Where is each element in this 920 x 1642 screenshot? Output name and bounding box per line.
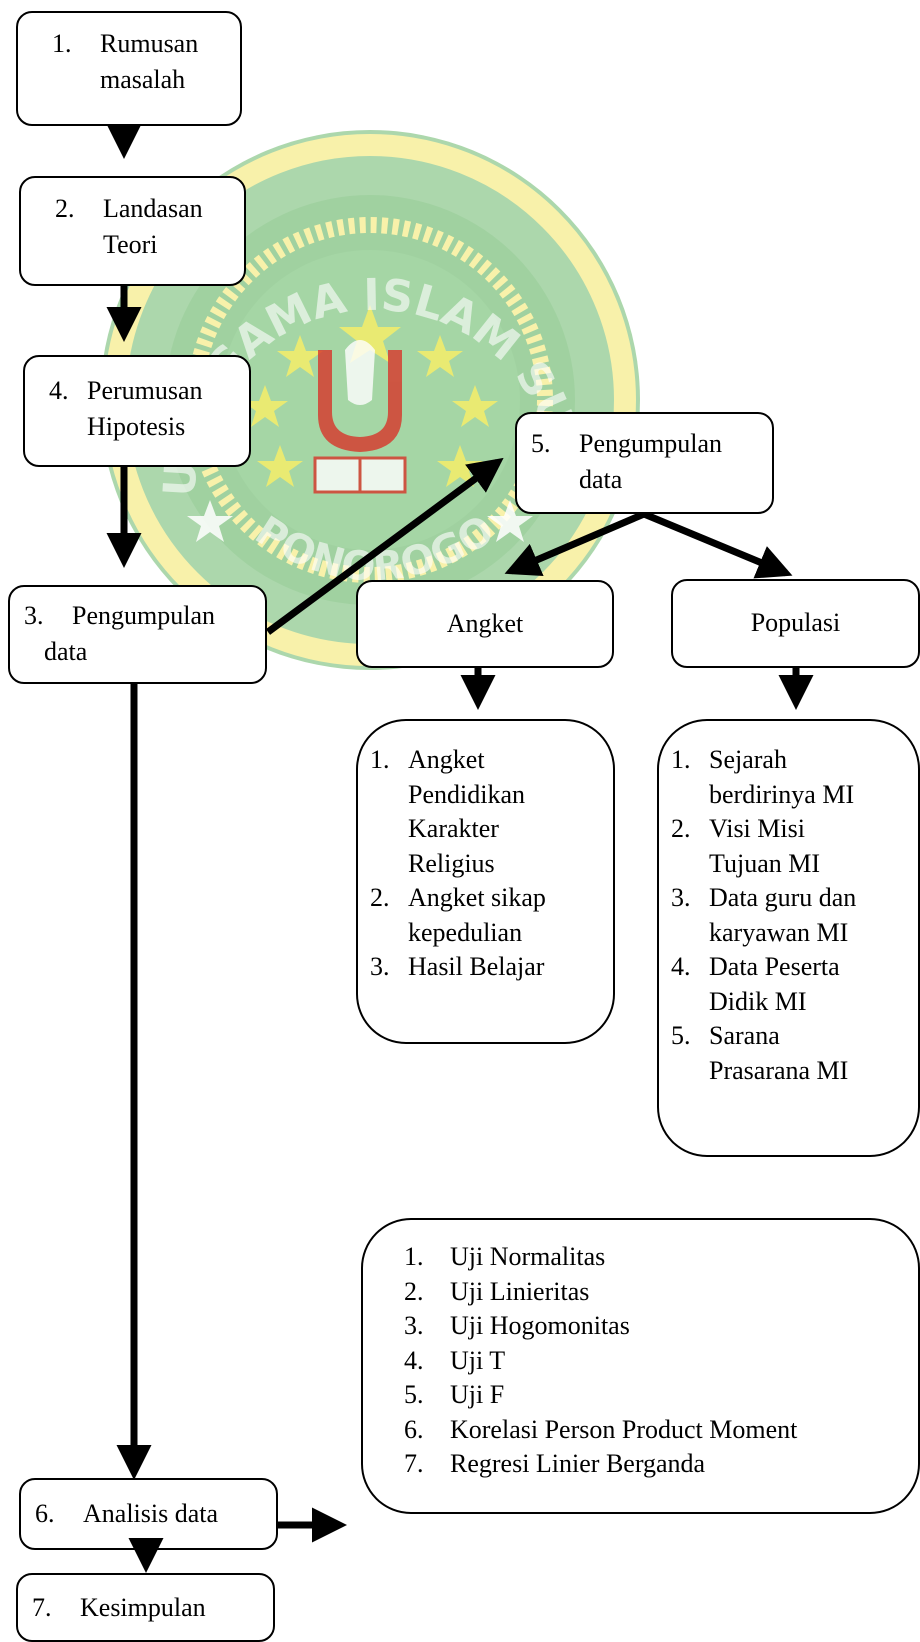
list-item-number: 1. (671, 745, 691, 774)
step-label: Analisis data (83, 1499, 219, 1528)
arrow-s5-to-populasi (642, 510, 793, 579)
step-number: 3. (24, 601, 44, 630)
populasi-box: Populasi (671, 579, 920, 668)
list-item: 4. Data Peserta Didik MI (671, 950, 856, 1019)
list-item: 5. Sarana Prasarana MI (671, 1019, 856, 1088)
list-item-line: Karakter (408, 814, 499, 843)
list-item-label: Uji Linieritas (450, 1276, 590, 1306)
list-item-line: Prasarana MI (709, 1055, 849, 1085)
list-item: 1. Angket Pendidikan Karakter Religius (370, 743, 546, 881)
step-box-pengumpulan-data: 3. Pengumpulan data (8, 585, 267, 684)
list-item-number: 2. (404, 1276, 424, 1306)
list-item-number: 1. (404, 1242, 424, 1271)
list-item: 2. Uji Linieritas (404, 1275, 797, 1310)
list-item-line: Angket (408, 745, 485, 774)
list-item-number: 5. (404, 1380, 424, 1409)
list-item-number: 3. (404, 1311, 424, 1340)
step-box-landasan-teori: 2. Landasan Teori (19, 176, 246, 286)
step-number: 5. (531, 429, 551, 458)
step-box-pengumpulan-data-5: 5. Pengumpulan data (515, 412, 774, 514)
populasi-title: Populasi (750, 608, 841, 637)
step-label: Kesimpulan (80, 1593, 206, 1622)
list-item-number: 2. (370, 883, 390, 912)
list-item: 3. Data guru dan karyawan MI (671, 881, 856, 950)
list-item: 5. Uji F (404, 1378, 797, 1413)
step-label-line: masalah (100, 65, 186, 94)
list-item-label: Uji Hogomonitas (450, 1311, 630, 1340)
list-item: 7. Regresi Linier Berganda (404, 1447, 797, 1482)
list-item-number: 4. (671, 952, 691, 981)
list-item-line: Pendidikan (408, 779, 525, 809)
list-item-line: Didik MI (709, 986, 807, 1016)
arrow-s3-to-s5 (265, 457, 504, 635)
analisis-list-box: 1. Uji Normalitas 2. Uji Linieritas 3. Uji … (361, 1218, 920, 1514)
list-item-line: karyawan MI (709, 917, 849, 947)
list-item-number: 7. (404, 1449, 424, 1478)
step-box-rumusan-masalah: 1. Rumusan masalah (16, 11, 242, 126)
step-label-line: data (579, 465, 623, 494)
arrow-s5-to-angket (504, 510, 646, 577)
list-item-line: Sejarah (709, 745, 787, 774)
step-number: 6. (35, 1499, 55, 1528)
list-item-number: 5. (671, 1021, 691, 1050)
list-item-number: 1. (370, 745, 390, 774)
step-number: 1. (52, 29, 72, 58)
list-item-line: Sarana (709, 1021, 780, 1050)
list-item-label: Uji F (450, 1380, 505, 1409)
list-item-number: 2. (671, 814, 691, 843)
list-item: 2. Visi Misi Tujuan MI (671, 812, 856, 881)
step-label-line: Pengumpulan (579, 429, 722, 458)
step-number: 2. (55, 194, 75, 223)
angket-title: Angket (446, 609, 524, 638)
list-item-number: 6. (404, 1414, 424, 1444)
list-item: 1. Sejarah berdirinya MI (671, 743, 856, 812)
list-item-line: berdirinya MI (709, 779, 855, 809)
list-item-line: Data guru dan (709, 883, 857, 912)
angket-list: 1. Angket Pendidikan Karakter Religius 2… (370, 743, 546, 985)
list-item-label: Regresi Linier Berganda (450, 1449, 706, 1478)
list-item-label: Uji Normalitas (450, 1242, 606, 1271)
list-item-line: Visi Misi (709, 814, 805, 843)
list-item-line: Hasil Belajar (408, 952, 545, 981)
angket-list-box: 1. Angket Pendidikan Karakter Religius 2… (356, 719, 615, 1044)
list-item: 4. Uji T (404, 1344, 797, 1379)
step-box-analisis-data: 6. Analisis data (19, 1478, 278, 1550)
list-item: 2. Angket sikap kepedulian (370, 881, 546, 950)
list-item-label: Korelasi Person Product Moment (450, 1414, 798, 1444)
step-number: 4. (49, 376, 69, 405)
list-item-line: Data Peserta (709, 952, 840, 981)
list-item-line: Tujuan MI (709, 848, 821, 878)
list-item: 3. Uji Hogomonitas (404, 1309, 797, 1344)
list-item-number: 3. (671, 883, 691, 912)
step-label-line: Landasan (103, 194, 203, 223)
step-label-line: Pengumpulan (72, 601, 215, 630)
step-label-line: Hipotesis (87, 412, 186, 441)
analisis-list: 1. Uji Normalitas 2. Uji Linieritas 3. Uji … (404, 1240, 797, 1482)
list-item-label: Uji T (450, 1345, 506, 1375)
step-label-line: data (44, 637, 88, 666)
list-item-number: 4. (404, 1345, 424, 1375)
step-box-kesimpulan: 7. Kesimpulan (16, 1573, 275, 1642)
list-item-line: Angket sikap (408, 883, 546, 912)
list-item-line: Religius (408, 848, 495, 878)
list-item: 6. Korelasi Person Product Moment (404, 1413, 797, 1448)
list-item-line: kepedulian (408, 917, 523, 947)
populasi-list-box: 1. Sejarah berdirinya MI 2. Visi Misi Tu… (657, 719, 920, 1157)
step-label-line: Rumusan (100, 29, 199, 58)
list-item: 1. Uji Normalitas (404, 1240, 797, 1275)
populasi-list: 1. Sejarah berdirinya MI 2. Visi Misi Tu… (671, 743, 856, 1088)
step-label-line: Teori (103, 230, 158, 259)
step-label-line: Perumusan (87, 376, 203, 405)
step-box-perumusan-hipotesis: 4. Perumusan Hipotesis (23, 355, 251, 467)
list-item-number: 3. (370, 952, 390, 981)
angket-box: Angket (356, 580, 614, 668)
step-number: 7. (32, 1593, 52, 1622)
list-item: 3. Hasil Belajar (370, 950, 546, 985)
